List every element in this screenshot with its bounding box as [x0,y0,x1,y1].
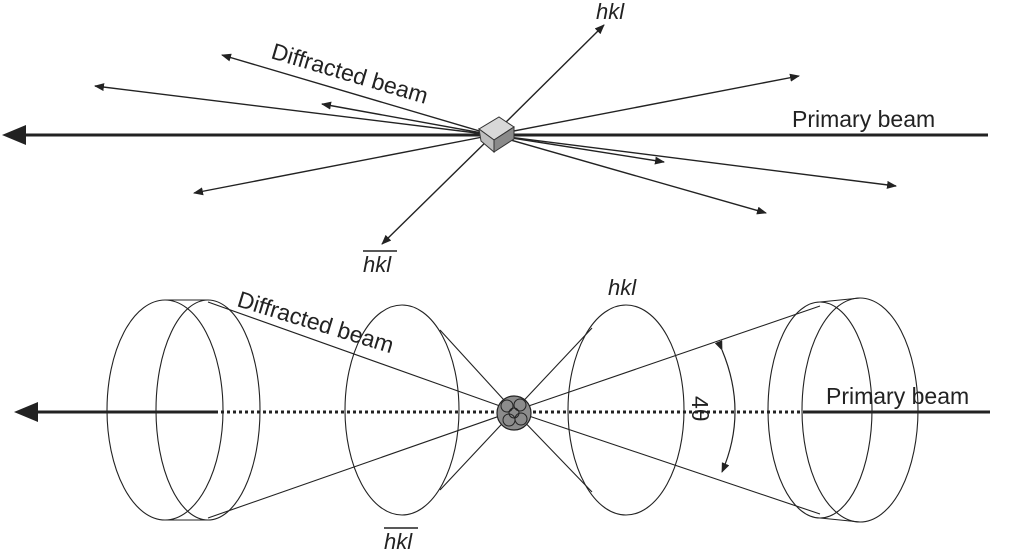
hkl-label: hkl [596,0,625,24]
cone-generator-line [513,305,821,412]
cone-rim-ellipse [767,301,873,519]
small-diffraction-cone-right [513,304,685,516]
primary-beam-arrowhead [14,402,38,422]
large-diffraction-cone-left [106,299,515,521]
four-theta-label: 4θ [687,396,713,422]
hkl-bar-label: hkl [384,529,413,554]
four-theta-arc [714,340,736,473]
cone-generator-line [513,410,821,515]
large-diffraction-cone-right [513,297,919,523]
diffracted-beam-arrow [221,53,494,136]
diffracted-beams [94,53,897,215]
diffracted-beam-label: Diffracted beam [269,38,432,109]
primary-beam-label: Primary beam [792,106,935,132]
diffracted-beam-arrow [321,101,494,136]
diffracted-beam-arrow [492,73,800,136]
powder-cone-panel: Diffracted beam Primary beam hkl hkl 4θ [14,275,990,554]
crystal-cube-icon [478,116,515,154]
diffracted-beam-arrow [492,134,665,165]
cone-generator-line [207,301,515,412]
single-crystal-panel: Primary beam Diffracted beam hkl hkl [2,0,988,277]
diffracted-beam-label: Diffracted beam [235,286,397,358]
hkl-label: hkl [608,275,637,300]
cone-rim-ellipse [344,304,460,516]
primary-beam-arrowhead [2,125,26,145]
cone-generator-line [439,329,515,412]
hkl-bar-normal-line [381,134,494,245]
diffracted-beam-arrow [193,134,494,196]
powder-sample-icon [496,395,532,431]
hkl-bar-label: hkl [363,252,392,277]
diffracted-beam-arrow [492,134,767,215]
cone-rim-ellipse [801,297,919,523]
primary-beam-label: Primary beam [826,383,969,409]
cone-generator-line [513,327,593,412]
cone-rim-ellipse [155,299,261,521]
diffracted-beam-arrow [492,134,897,189]
cone-rim-ellipse [567,304,685,516]
cone-generator-line [207,410,515,519]
cone-rim-ellipse [106,299,224,521]
hkl-normal-line [492,24,605,136]
diffracted-beam-arrow [94,83,494,136]
